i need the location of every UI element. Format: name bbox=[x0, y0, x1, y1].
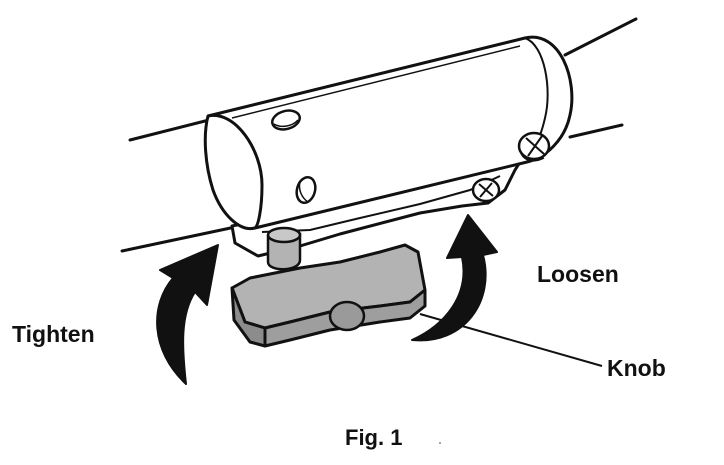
sleeve-hole-bottom-shade bbox=[298, 181, 309, 203]
tighten-arrow-icon bbox=[156, 244, 219, 385]
sleeve-left-rim bbox=[207, 113, 264, 230]
figure-caption: Fig. 1 bbox=[345, 425, 403, 450]
sleeve-hole-top-shade bbox=[273, 119, 299, 128]
caption-dot bbox=[439, 442, 441, 444]
pole-bottom-edge-right bbox=[568, 123, 624, 139]
sleeve-screw bbox=[517, 131, 551, 162]
knob-hole bbox=[328, 300, 366, 332]
loosen-arrow-icon bbox=[411, 214, 498, 342]
sleeve-highlight bbox=[231, 45, 521, 119]
sleeve-hole-bottom bbox=[295, 175, 317, 205]
pole-top-edge bbox=[128, 117, 215, 142]
knob-stem bbox=[266, 226, 302, 271]
tighten-label: Tighten bbox=[12, 321, 95, 347]
knob-leader-line bbox=[419, 313, 603, 367]
knob-label: Knob bbox=[607, 355, 666, 381]
pole bbox=[120, 17, 638, 253]
knob bbox=[230, 243, 427, 348]
pole-top-edge-right bbox=[563, 17, 638, 57]
loosen-label: Loosen bbox=[537, 261, 619, 287]
bracket-screw bbox=[471, 177, 501, 203]
pole-bottom-edge bbox=[120, 224, 242, 253]
